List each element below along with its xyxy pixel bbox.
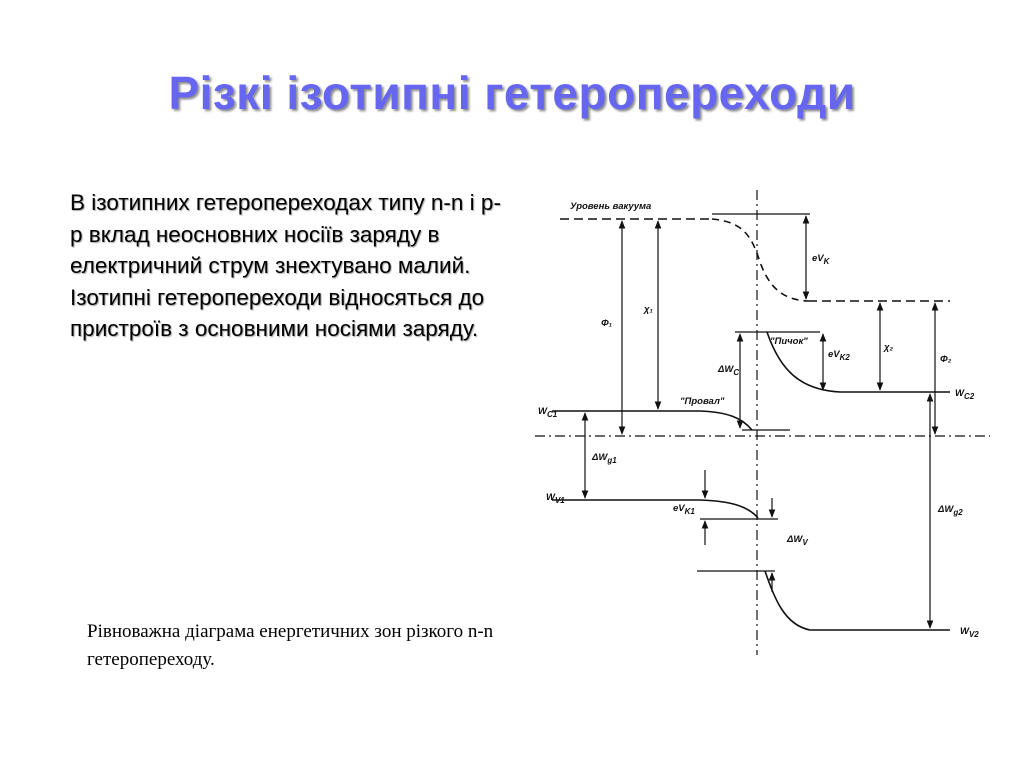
chi1-label: χ₁	[643, 304, 653, 315]
wv2-label: WV2	[960, 626, 979, 639]
dWg2-label: ΔWg2	[937, 504, 963, 517]
eVk1-label: eVK1	[673, 503, 695, 516]
phi1-label: Φ₁	[601, 318, 612, 329]
conduction-band-2	[766, 331, 950, 393]
eVk2-label: eVK2	[828, 349, 850, 362]
valence-band-2	[764, 570, 950, 631]
peak-label: "Пичок"	[770, 336, 808, 347]
slide-title: Різкі ізотипні гетеропереходи	[168, 67, 856, 119]
dWv-label: ΔWV	[786, 534, 808, 547]
wc2-label: WC2	[955, 388, 975, 401]
dWg1-label: ΔWg1	[591, 452, 617, 465]
chi2-label: χ₂	[883, 342, 893, 353]
slide-body-text: В ізотипних гетеропереходах типу n-n і p…	[70, 190, 501, 341]
wv1-label: WV1	[546, 492, 565, 505]
phi2-label: Φ₂	[940, 354, 952, 365]
eVk-label: eVK	[812, 253, 831, 266]
vacuum-level-label: Уровень вакуума	[570, 201, 651, 212]
wc1-label: WC1	[538, 406, 558, 419]
dWc-label: ΔWC	[717, 364, 739, 377]
conduction-band-1	[552, 410, 753, 431]
vacuum-level-bend	[711, 218, 809, 302]
diagram-caption: Рівноважна діаграма енергетичних зон різ…	[87, 621, 494, 670]
energy-band-diagram: Уровень вакуума Φ₁ χ₁ eVK χ₂ Φ₂ "Пичок" …	[535, 190, 990, 655]
dip-label: "Провал"	[680, 396, 725, 407]
valence-band-1	[552, 499, 759, 519]
